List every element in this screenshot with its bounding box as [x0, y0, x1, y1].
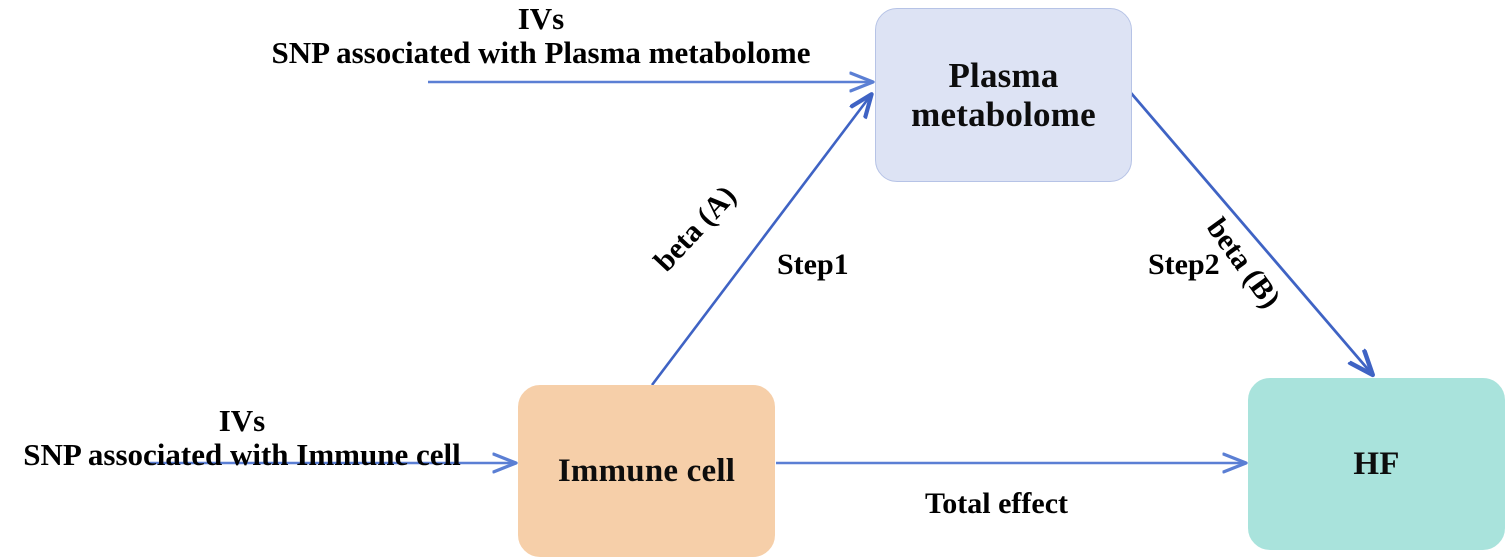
caption-total-effect: Total effect	[925, 487, 1068, 520]
node-hf[interactable]: HF	[1248, 378, 1505, 550]
caption-step2: Step2	[1148, 248, 1220, 281]
caption-iv-immune-line2: SNP associated with Immune cell	[23, 437, 461, 473]
node-hf-label: HF	[1353, 445, 1400, 482]
caption-step1: Step1	[777, 248, 849, 281]
arrow-plasma-to-hf	[1129, 92, 1372, 374]
caption-beta-a: beta (A)	[647, 179, 743, 278]
node-immune-cell[interactable]: Immune cell	[518, 385, 775, 557]
node-plasma-metabolome-label-line2: metabolome	[911, 95, 1096, 134]
node-plasma-metabolome-label-line1: Plasma	[948, 55, 1059, 95]
node-plasma-metabolome-label: Plasma metabolome	[911, 56, 1096, 134]
node-plasma-metabolome[interactable]: Plasma metabolome	[875, 8, 1132, 182]
node-immune-cell-label: Immune cell	[557, 452, 736, 489]
caption-iv-immune: IVs SNP associated with Immune cell	[0, 403, 484, 473]
caption-iv-plasma: IVs SNP associated with Plasma metabolom…	[245, 1, 837, 71]
caption-iv-immune-line1: IVs	[218, 403, 266, 438]
caption-iv-plasma-line1: IVs	[517, 1, 565, 36]
caption-iv-plasma-line2: SNP associated with Plasma metabolome	[271, 35, 811, 71]
